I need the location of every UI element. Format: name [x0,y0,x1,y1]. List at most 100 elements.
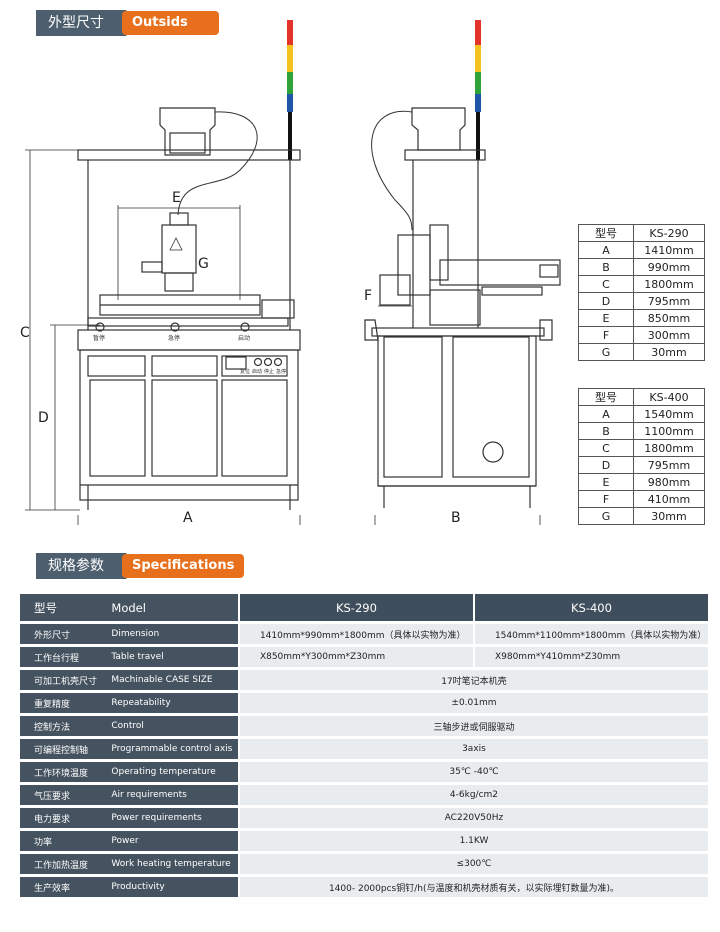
spec-value-model1: X850mm*Y300mm*Z30mm [237,647,473,667]
dim-table-header: 型号 KS-400 [578,388,705,406]
dim-value: 850mm [633,309,705,327]
spec-label-en: Air requirements [111,785,238,805]
spec-header-cn: 型号 [20,594,112,621]
spec-header-model2: KS-400 [472,594,708,621]
spec-value-model1: 1410mm*990mm*1800mm（具体以实物为准） [237,624,473,644]
spec-row: 电力要求 Power requirements AC220V50Hz [20,808,708,828]
light-green [287,72,293,94]
panel-label-stop: 停止 [264,369,275,375]
dim-key: E [578,473,634,491]
spec-value: AC220V50Hz [237,808,708,828]
dim-key: E [578,309,634,327]
dim-label-A: A [183,510,193,526]
spec-label-cn: 气压要求 [20,785,112,805]
dim-value: 1410mm [633,241,705,259]
spec-header-en: Model [111,594,238,621]
light-green [475,72,481,94]
dim-table-header: 型号 KS-290 [578,224,705,242]
panel-label-start: 启动 [252,369,263,375]
spec-label-en: Power requirements [111,808,238,828]
spec-label-cn: 可编程控制轴 [20,739,112,759]
dim-header-value: KS-400 [633,388,705,406]
spec-row: 可加工机壳尺寸 Machinable CASE SIZE 17吋笔记本机壳 [20,670,708,690]
spec-label-en: Repeatability [111,693,238,713]
spec-row: 外形尺寸 Dimension 1410mm*990mm*1800mm（具体以实物… [20,624,708,644]
spec-label-en: Operating temperature [111,762,238,782]
spec-value: 3axis [237,739,708,759]
spec-label-en: Machinable CASE SIZE [111,670,238,690]
spec-label-cn: 工作加热温度 [20,854,112,874]
spec-value: 1.1KW [237,831,708,851]
dim-value: 795mm [633,292,705,310]
spec-value: ±0.01mm [237,693,708,713]
spec-row: 生产效率 Productivity 1400- 2000pcs铜钉/h(与温度和… [20,877,708,897]
dim-header-key: 型号 [578,224,634,242]
spec-label-cn: 生产效率 [20,877,112,897]
dim-value: 410mm [633,490,705,508]
spec-row: 工作环境温度 Operating temperature 35℃ -40℃ [20,762,708,782]
light-yellow [287,45,293,72]
spec-header-row: 型号 Model KS-290 KS-400 [20,594,708,621]
light-red [475,20,481,45]
panel-label-estop: 急停 [276,369,287,375]
dim-value: 30mm [633,343,705,361]
light-red [287,20,293,45]
dim-header-value: KS-290 [633,224,705,242]
specifications-table: 型号 Model KS-290 KS-400 外形尺寸 Dimension 14… [20,591,708,900]
dim-value: 795mm [633,456,705,474]
spec-value-model2: 1540mm*1100mm*1800mm（具体以实物为准） [472,624,708,644]
spec-label-cn: 控制方法 [20,716,112,736]
dim-key: B [578,258,634,276]
dim-key: G [578,507,634,525]
spec-label-en: Control [111,716,238,736]
section-title-cn: 规格参数 [36,553,126,579]
spec-label-cn: 电力要求 [20,808,112,828]
dim-value: 1540mm [633,405,705,423]
spec-row: 功率 Power 1.1KW [20,831,708,851]
dim-key: D [578,456,634,474]
dim-value: 1100mm [633,422,705,440]
spec-value: 17吋笔记本机壳 [237,670,708,690]
dim-key: A [578,241,634,259]
dim-key: C [578,275,634,293]
spec-row: 重复精度 Repeatability ±0.01mm [20,693,708,713]
section-title-cn: 外型尺寸 [36,10,126,36]
dim-value: 1800mm [633,275,705,293]
front-button-pause: 暂停 [93,335,106,342]
dim-label-F: F [364,288,373,304]
light-blue [475,94,481,112]
spec-value: 1400- 2000pcs铜钉/h(与温度和机壳材质有关，以实际埋钉数量为准)。 [237,877,708,897]
spec-row: 工作加热温度 Work heating temperature ≤300℃ [20,854,708,874]
spec-label-en: Programmable control axis [111,739,238,759]
dim-header-key: 型号 [578,388,634,406]
dim-value: 990mm [633,258,705,276]
front-view-drawing [25,20,301,525]
panel-label-reset: 复位 [240,369,251,375]
section-title-en: Outsids Dimension [122,11,220,54]
dim-value: 1800mm [633,439,705,457]
light-pole [288,112,292,160]
dim-label-G: G [198,256,209,272]
dim-value: 300mm [633,326,705,344]
spec-label-en: Productivity [111,877,238,897]
dim-key: F [578,490,634,508]
spec-value: 4-6kg/cm2 [237,785,708,805]
dim-label-D: D [38,410,49,426]
dim-key: D [578,292,634,310]
spec-label-en: Work heating temperature [111,854,238,874]
spec-row: 工作台行程 Table travel X850mm*Y300mm*Z30mm X… [20,647,708,667]
signal-light-tower-side [475,20,481,160]
spec-label-cn: 可加工机壳尺寸 [20,670,112,690]
spec-row: 气压要求 Air requirements 4-6kg/cm2 [20,785,708,805]
